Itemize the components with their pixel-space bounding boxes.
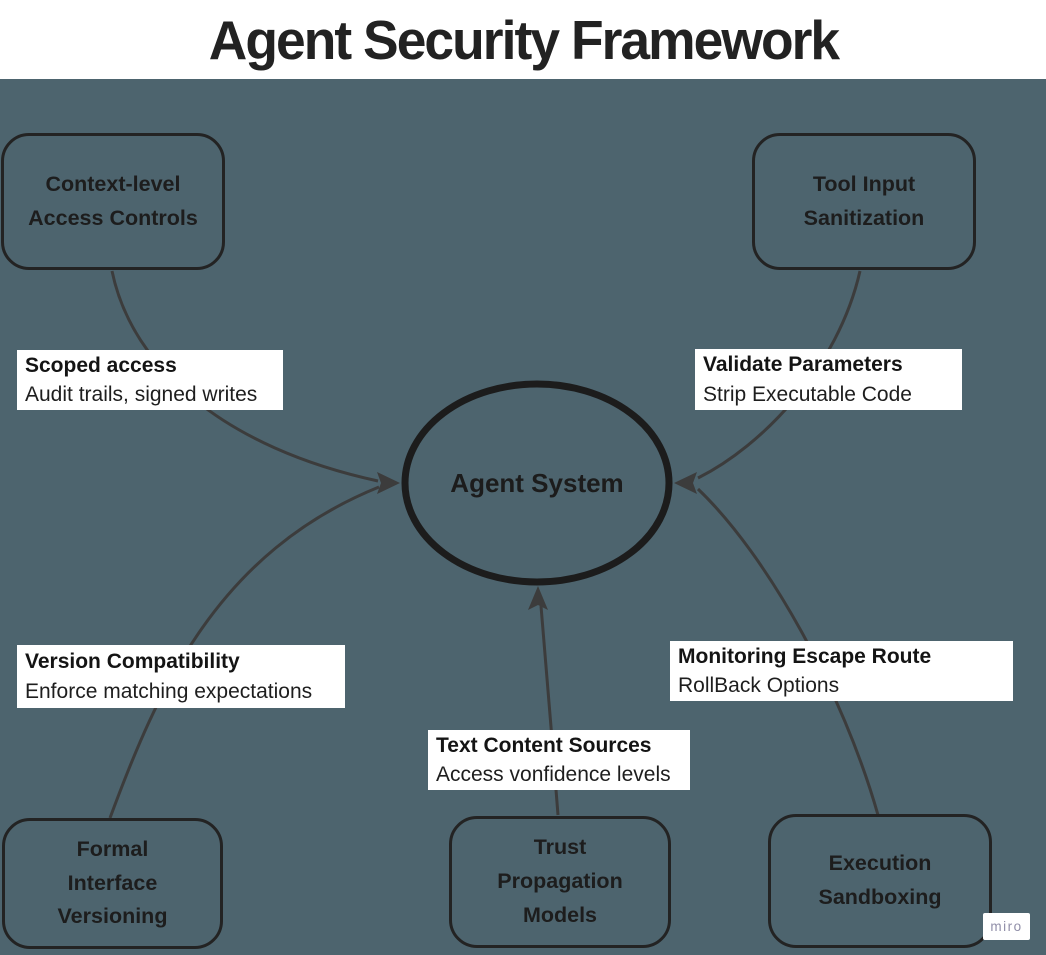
edge-label-subtitle: RollBack Options [678, 674, 840, 697]
edge-label-validate-parameters[interactable]: Validate Parameters Strip Executable Cod… [695, 349, 962, 410]
arrowhead-left-icon [377, 472, 400, 494]
node-context-access-controls[interactable]: Context-level Access Controls [1, 133, 225, 270]
arrowhead-right-icon [674, 472, 697, 494]
arrowhead-bottom-icon [528, 586, 548, 610]
node-trust-propagation-models[interactable]: Trust Propagation Models [449, 816, 671, 948]
edge-label-subtitle: Audit trails, signed writes [25, 383, 258, 406]
edge-label-subtitle: Enforce matching expectations [25, 679, 313, 703]
page-title: Agent Security Framework [208, 8, 839, 71]
edge-label-title: Validate Parameters [703, 353, 903, 377]
connector-exec-to-center [696, 487, 880, 816]
edge-label-subtitle: Strip Executable Code [703, 382, 912, 406]
connector-formal-to-center [108, 485, 380, 819]
miro-watermark[interactable]: miro [983, 913, 1030, 940]
node-formal-interface-versioning[interactable]: Formal Interface Versioning [2, 818, 223, 949]
edge-label-title: Scoped access [25, 353, 177, 377]
edge-label-title: Monitoring Escape Route [678, 644, 932, 668]
agent-system-ellipse[interactable] [401, 380, 673, 586]
edge-label-scoped-access[interactable]: Scoped access Audit trails, signed write… [17, 350, 283, 410]
edge-label-version-compatibility[interactable]: Version Compatibility Enforce matching e… [17, 645, 345, 708]
edge-label-title: Text Content Sources [436, 733, 652, 757]
title-band: Agent Security Framework [0, 0, 1046, 79]
edge-label-monitoring-escape-route[interactable]: Monitoring Escape Route RollBack Options [670, 641, 1013, 701]
edge-label-subtitle: Access vonfidence levels [436, 763, 671, 786]
node-execution-sandboxing[interactable]: Execution Sandboxing [768, 814, 992, 948]
edge-label-title: Version Compatibility [25, 650, 240, 674]
node-tool-input-sanitization[interactable]: Tool Input Sanitization [752, 133, 976, 270]
edge-label-text-content-sources[interactable]: Text Content Sources Access vonfidence l… [428, 730, 690, 790]
agent-system-label[interactable]: Agent System [450, 467, 624, 498]
